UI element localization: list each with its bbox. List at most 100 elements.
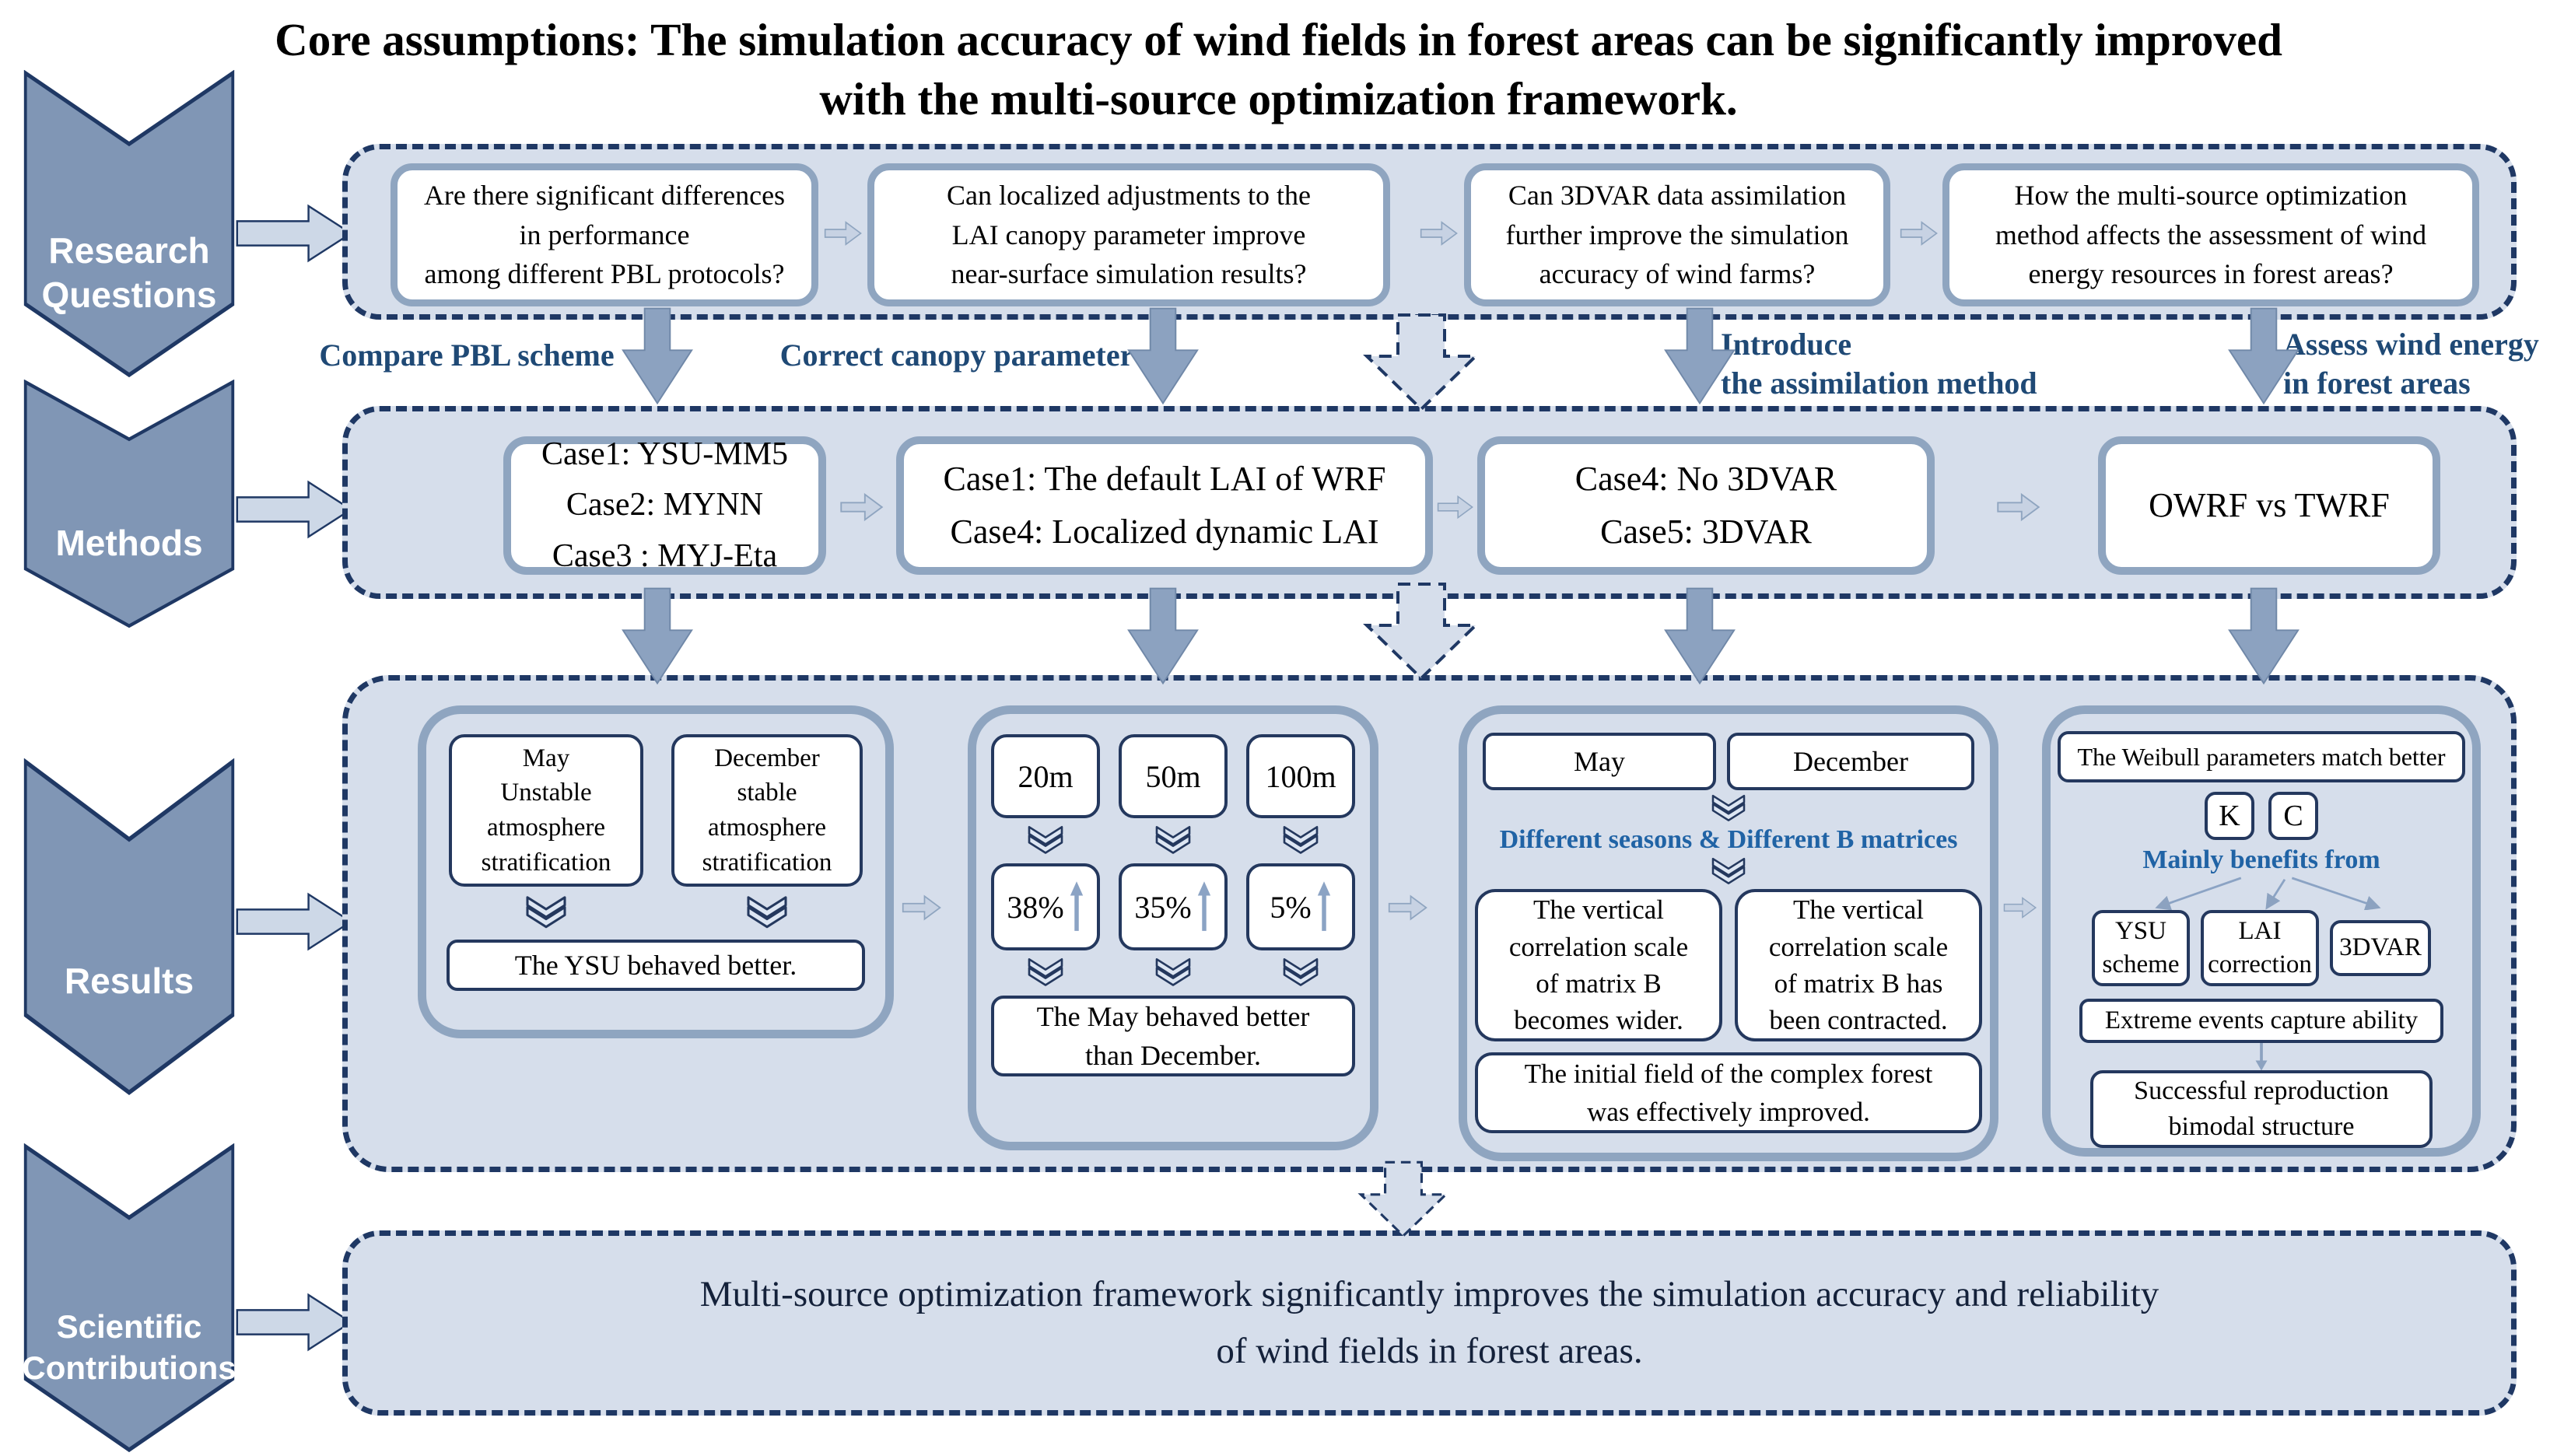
- double-chevron-icon: [1025, 957, 1066, 989]
- result-box-lai-correction: LAI correction: [2201, 909, 2319, 986]
- down-arrow: [620, 585, 695, 688]
- dashed-down-arrow: [1363, 313, 1480, 412]
- result-box-k-parameter: K: [2205, 792, 2254, 841]
- result-box-3dvar-source: 3DVAR: [2330, 919, 2431, 976]
- benefit-connector-arrows: [2155, 877, 2381, 910]
- result-box-matrix-wider: The vertical correlation scale of matrix…: [1475, 888, 1722, 1041]
- result-box-may-conclusion: The May behaved better than December.: [991, 996, 1355, 1076]
- method-box-owrf-twrf: OWRF vs TWRF: [2098, 436, 2440, 575]
- label-introduce-assimilation: Introduce the assimilation method: [1721, 327, 2037, 401]
- flow-arrow-icon: [233, 890, 356, 954]
- banner-methods-label: Methods: [55, 523, 203, 564]
- double-chevron-icon: [1153, 824, 1193, 857]
- banner-research-questions: Research Questions: [23, 70, 235, 378]
- gain-value: 5%: [1270, 889, 1312, 925]
- right-arrow-icon: [902, 892, 942, 923]
- question-box-assessment: How the multi-source optimization method…: [1942, 163, 2479, 306]
- double-chevron-icon: [1708, 856, 1750, 887]
- result-box-gain-100m: 5%: [1246, 863, 1355, 950]
- up-arrow-icon: [1069, 877, 1084, 937]
- result-box-c-parameter: C: [2268, 792, 2318, 841]
- up-arrow-icon: [1316, 877, 1332, 937]
- label-mainly-benefits: Mainly benefits from: [2142, 845, 2380, 875]
- small-down-arrow-icon: [2255, 1042, 2268, 1071]
- double-chevron-icon: [1153, 957, 1193, 989]
- chevron-banner-shape: [23, 758, 235, 1096]
- result-box-gain-50m: 35%: [1119, 863, 1228, 950]
- results-group-assimilation: May December Different seasons & Differe…: [1459, 705, 1998, 1161]
- chevron-banner-shape: [23, 380, 235, 628]
- result-box-december: December: [1727, 733, 1974, 790]
- result-box-weibull: The Weibull parameters match better: [2058, 731, 2465, 783]
- result-box-extreme-events: Extreme events capture ability: [2079, 998, 2443, 1043]
- result-box-ysu-scheme: YSU scheme: [2092, 909, 2190, 986]
- results-group-lai: 20m 50m 100m 38% 35% 5% The May behaved …: [968, 705, 1378, 1150]
- result-box-may: May: [1483, 733, 1716, 790]
- double-chevron-icon: [1280, 957, 1321, 989]
- label-assess-wind-energy: Assess wind energy in forest areas: [2283, 327, 2539, 401]
- banner-scientific-contributions: Scientific Contributions: [22, 1143, 236, 1453]
- right-arrow-icon: [1437, 491, 1474, 523]
- right-arrow-icon: [836, 491, 888, 523]
- down-arrow: [2226, 305, 2301, 408]
- chevron-banner-shape: [23, 70, 235, 378]
- gain-value: 35%: [1134, 889, 1192, 925]
- double-chevron-icon: [1280, 824, 1321, 857]
- banner-results: Results: [23, 758, 235, 1096]
- right-arrow-icon: [1900, 218, 1939, 249]
- dashed-down-arrow: [1342, 1160, 1465, 1238]
- flow-arrow-icon: [233, 1290, 356, 1354]
- question-box-3dvar: Can 3DVAR data assimilation further impr…: [1464, 163, 1890, 306]
- gain-value: 38%: [1007, 889, 1064, 925]
- double-chevron-icon: [523, 894, 569, 932]
- banner-results-label: Results: [64, 960, 194, 1001]
- result-box-initial-field: The initial field of the complex forest …: [1475, 1052, 1982, 1133]
- double-chevron-icon: [1708, 793, 1750, 824]
- right-arrow-icon: [1388, 892, 1428, 923]
- question-box-pbl: Are there significant differences in per…: [391, 163, 818, 306]
- label-different-seasons: Different seasons & Different B matrices: [1499, 825, 1958, 854]
- flow-arrow-icon: [233, 478, 356, 541]
- question-box-lai: Can localized adjustments to the LAI can…: [867, 163, 1390, 306]
- label-compare-pbl: Compare PBL scheme: [319, 338, 615, 373]
- right-arrow-icon: [2003, 892, 2037, 923]
- results-group-pbl: May Unstable atmosphere stratification D…: [418, 705, 894, 1038]
- results-group-wind-energy: The Weibull parameters match better K C …: [2042, 705, 2481, 1157]
- contributions-row: Multi-source optimization framework sign…: [342, 1230, 2517, 1416]
- method-box-pbl-cases: Case1: YSU-MM5 Case2: MYNN Case3 : MYJ-E…: [503, 436, 826, 575]
- banner-scientific-contributions-label: Scientific Contributions: [22, 1308, 236, 1386]
- result-box-may-unstable: May Unstable atmosphere stratification: [449, 734, 643, 887]
- right-arrow-icon: [1944, 491, 2093, 523]
- down-arrow: [1126, 585, 1200, 688]
- banner-methods: Methods: [23, 380, 235, 628]
- chevron-banner-shape: [23, 1143, 235, 1453]
- result-box-height-100m: 100m: [1246, 734, 1355, 818]
- contribution-text: Multi-source optimization framework sign…: [699, 1274, 2159, 1371]
- result-box-height-50m: 50m: [1119, 734, 1228, 818]
- method-box-lai-cases: Case1: The default LAI of WRF Case4: Loc…: [896, 436, 1433, 575]
- result-box-height-20m: 20m: [991, 734, 1100, 818]
- right-arrow-icon: [1420, 218, 1459, 249]
- down-arrow: [1126, 305, 1200, 408]
- result-box-matrix-contracted: The vertical correlation scale of matrix…: [1735, 888, 1982, 1041]
- banner-research-questions-label: Research Questions: [41, 229, 217, 316]
- result-box-ysu-conclusion: The YSU behaved better.: [447, 940, 865, 991]
- down-arrow: [620, 305, 695, 408]
- result-box-gain-20m: 38%: [991, 863, 1100, 950]
- dashed-down-arrow: [1363, 582, 1480, 681]
- label-correct-canopy: Correct canopy parameter: [779, 338, 1134, 373]
- up-arrow-icon: [1196, 877, 1212, 937]
- methods-row: Case1: YSU-MM5 Case2: MYNN Case3 : MYJ-E…: [342, 406, 2517, 599]
- double-chevron-icon: [744, 894, 790, 932]
- research-questions-row: Are there significant differences in per…: [342, 144, 2517, 320]
- method-box-3dvar-cases: Case4: No 3DVAR Case5: 3DVAR: [1477, 436, 1935, 575]
- double-chevron-icon: [1025, 824, 1066, 857]
- down-arrow: [1662, 585, 1737, 688]
- flow-arrow-icon: [233, 201, 356, 265]
- right-arrow-icon: [824, 218, 863, 249]
- page-title: Core assumptions: The simulation accurac…: [275, 14, 2282, 124]
- results-row: May Unstable atmosphere stratification D…: [342, 675, 2517, 1172]
- result-box-bimodal: Successful reproduction bimodal structur…: [2090, 1070, 2433, 1149]
- down-arrow: [1662, 305, 1737, 408]
